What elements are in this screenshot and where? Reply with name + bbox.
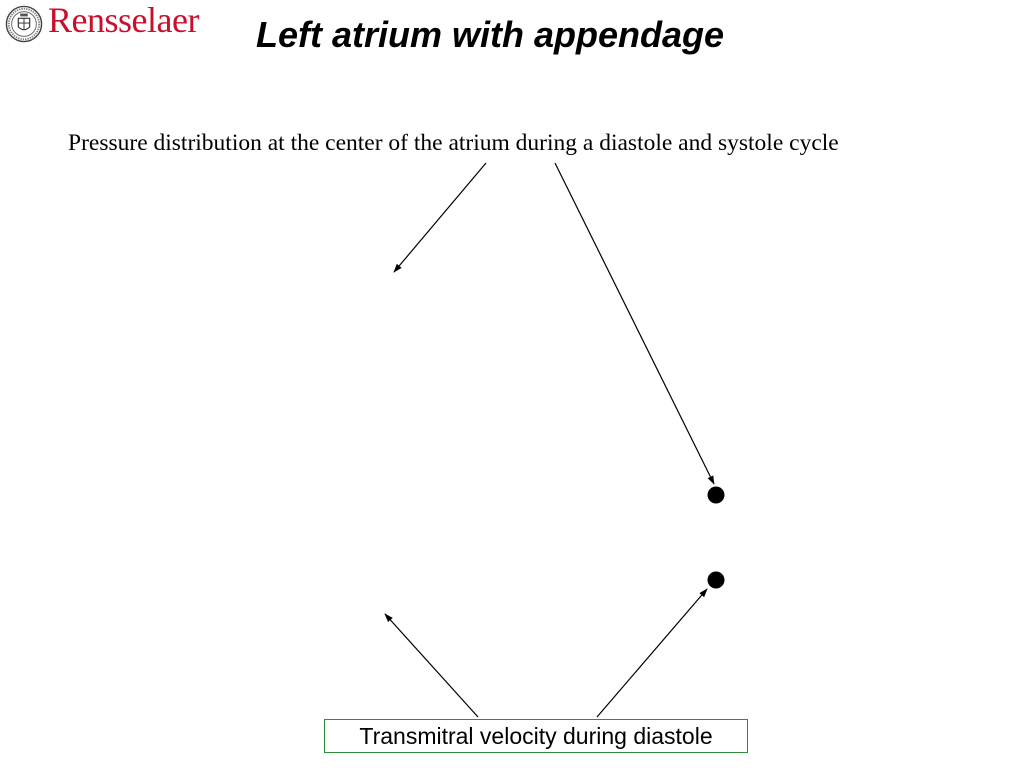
arrow-bottom-right xyxy=(596,588,708,718)
marker-dot-upper xyxy=(707,486,725,504)
velocity-caption: Transmitral velocity during diastole xyxy=(324,719,748,753)
arrow-bottom-left xyxy=(384,613,479,718)
pressure-caption: Pressure distribution at the center of t… xyxy=(68,130,839,156)
arrow-top-right xyxy=(554,162,715,485)
rensselaer-logo: Rensselaer xyxy=(0,0,199,44)
marker-dot-lower xyxy=(707,571,725,589)
logo-wordmark: Rensselaer xyxy=(48,0,199,40)
slide-title: Left atrium with appendage xyxy=(256,14,725,55)
arrow-top-left xyxy=(393,162,487,273)
institute-seal-icon xyxy=(5,5,43,43)
